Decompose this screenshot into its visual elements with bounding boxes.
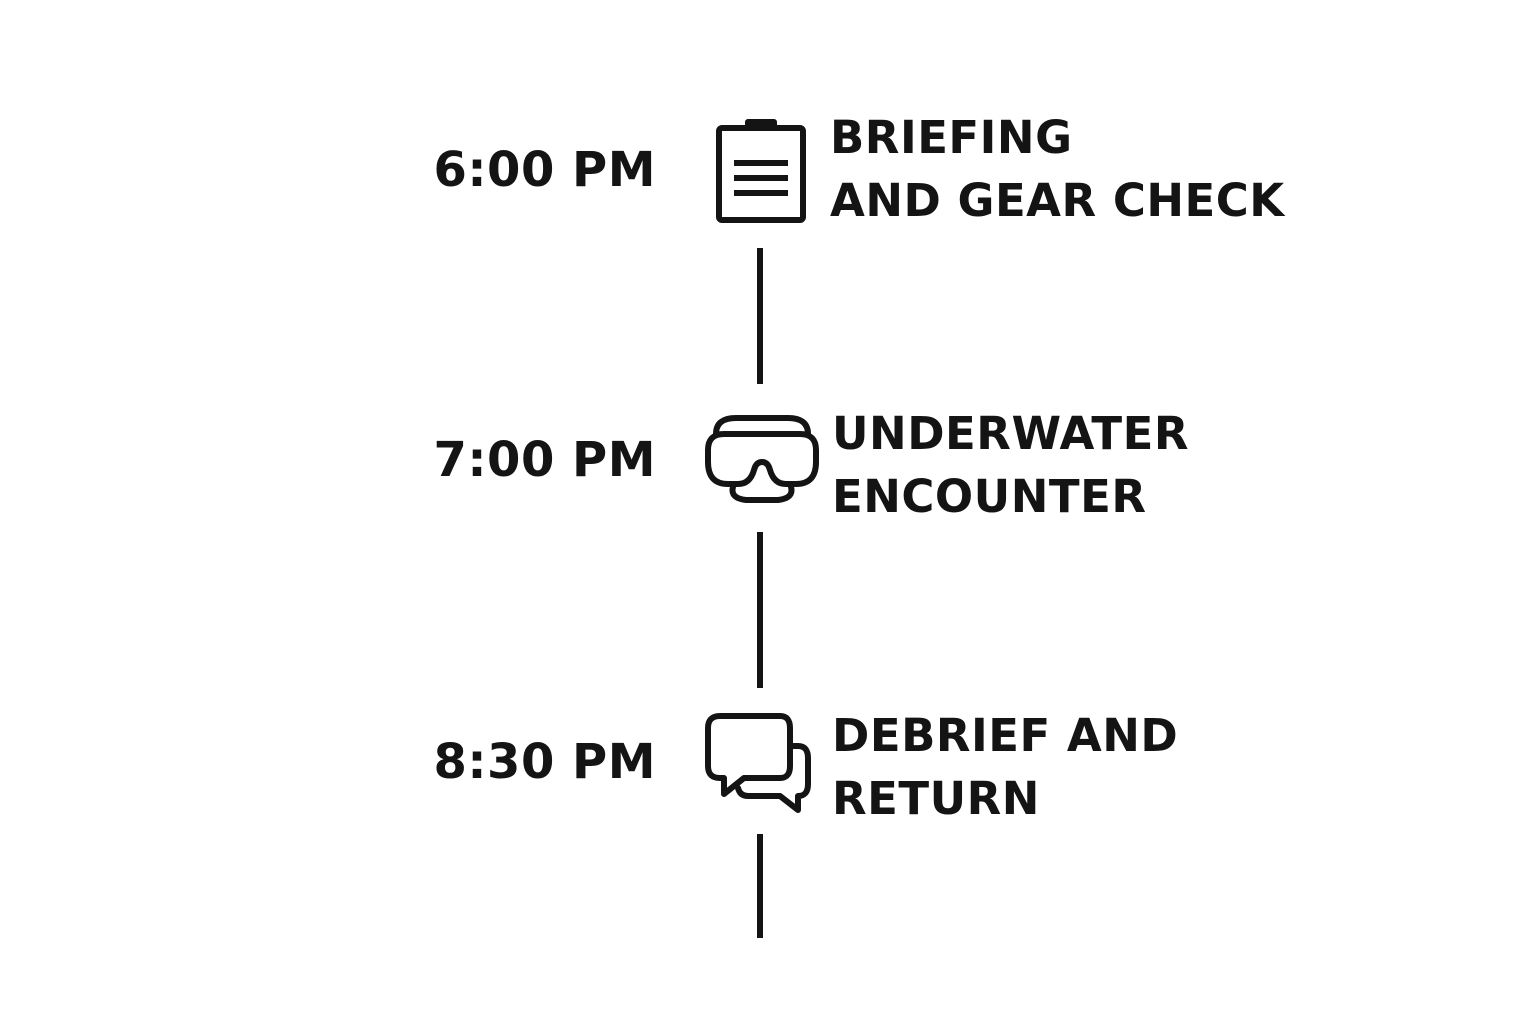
time-step-2: 7:00 PM [433, 432, 656, 488]
label-step-2-line-1: UNDERWATER [832, 407, 1189, 460]
label-step-1: BRIEFING AND GEAR CHECK [830, 106, 1285, 232]
label-step-3: DEBRIEF AND RETURN [832, 704, 1178, 830]
time-step-3: 8:30 PM [433, 734, 656, 790]
time-step-1: 6:00 PM [433, 142, 656, 198]
label-step-1-line-1: BRIEFING [830, 111, 1073, 164]
timeline-connector-1 [757, 248, 763, 384]
label-step-2-line-2: ENCOUNTER [832, 470, 1147, 523]
chat-bubbles-icon [705, 713, 811, 813]
label-step-3-line-2: RETURN [832, 772, 1040, 825]
label-step-3-line-1: DEBRIEF AND [832, 709, 1179, 762]
label-step-2: UNDERWATER ENCOUNTER [832, 402, 1189, 528]
dive-mask-icon [705, 415, 819, 503]
timeline-connector-3 [757, 834, 763, 938]
timeline-connector-2 [757, 532, 763, 688]
clipboard-icon [716, 119, 806, 223]
label-step-1-line-2: AND GEAR CHECK [830, 174, 1285, 227]
